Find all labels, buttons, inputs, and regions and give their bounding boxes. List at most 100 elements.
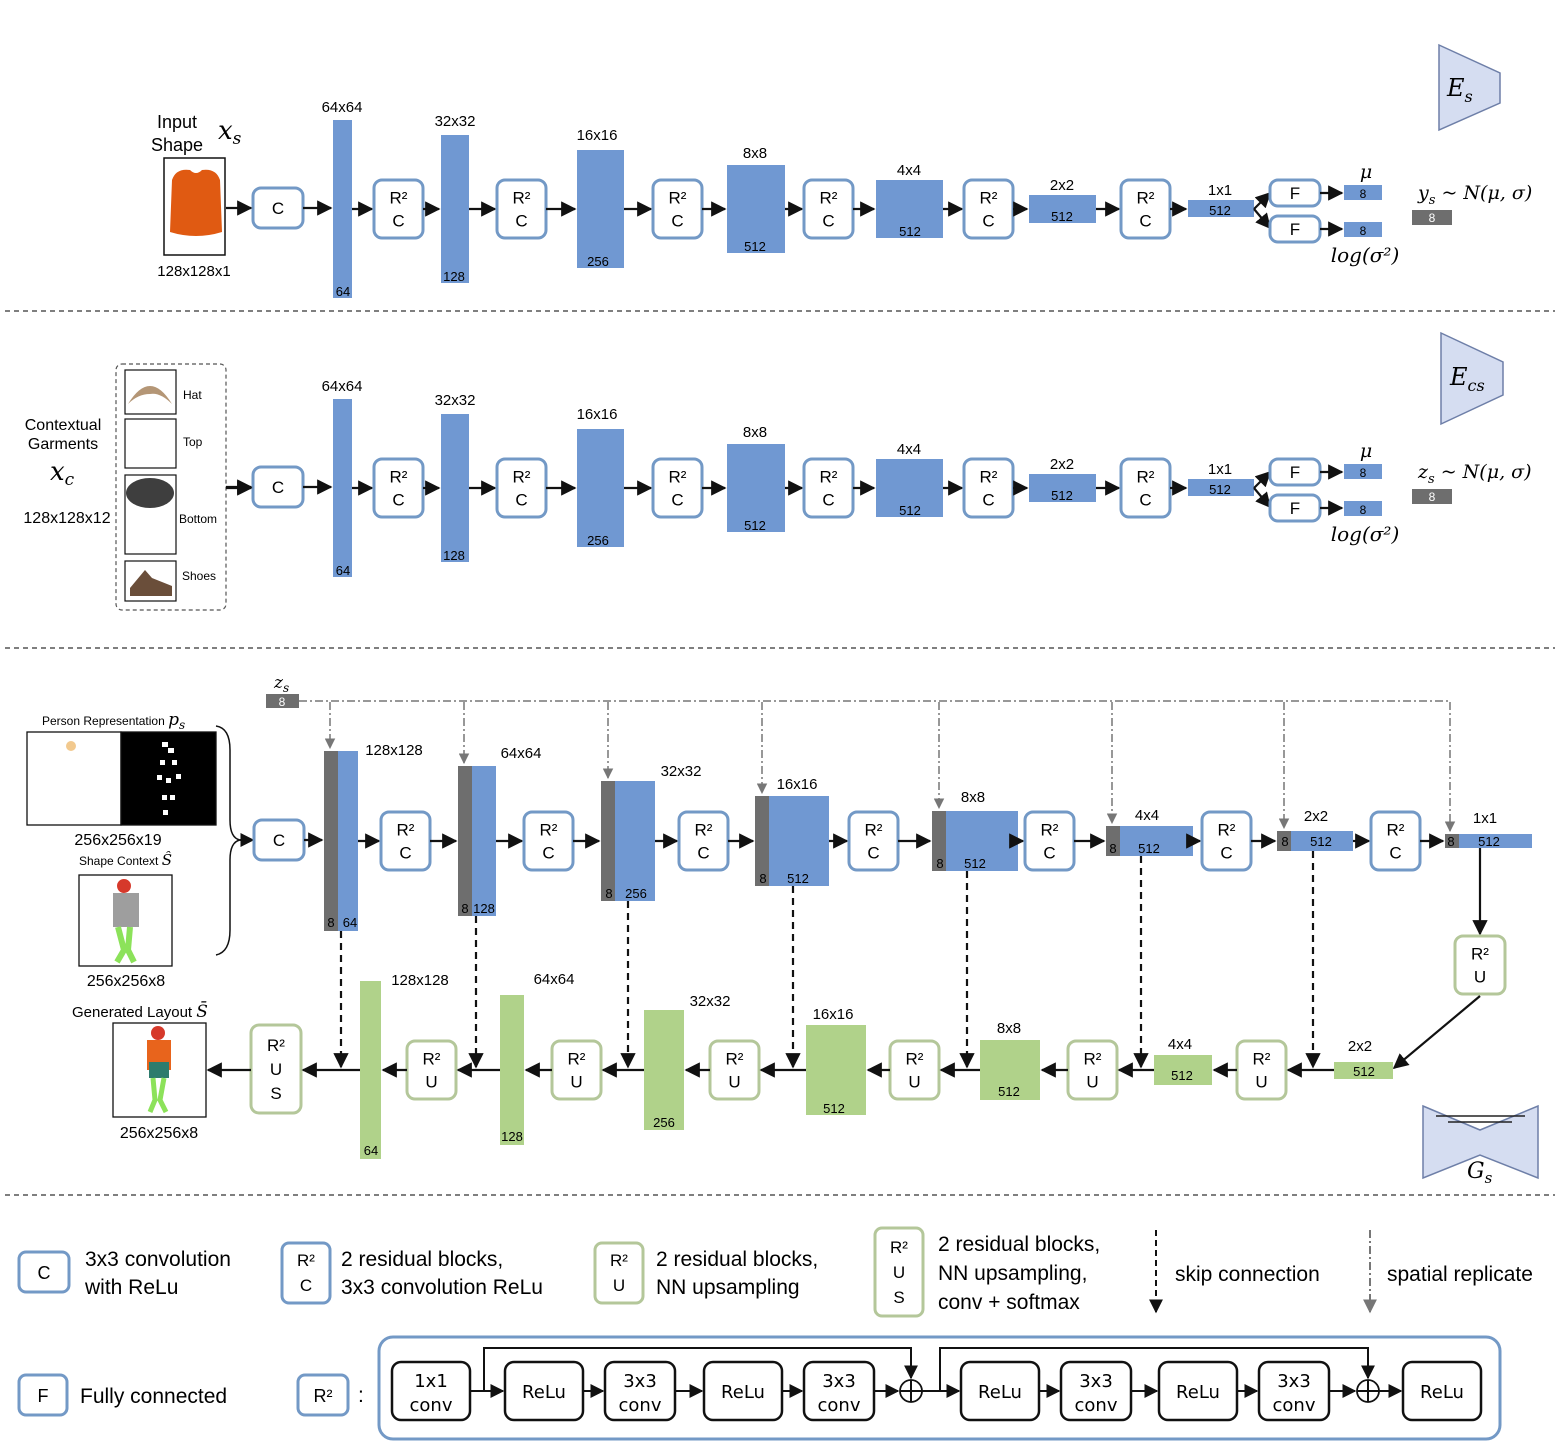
ecs-size-label-5: 2x2 [1050,456,1074,473]
gen-up-block-1-text: R² [568,1050,586,1069]
es-size-label-3: 8x8 [743,145,767,162]
ecs-feature-bar-3 [727,444,785,532]
gen-up-block-1-text: U [570,1073,582,1092]
es-res-block-1-text: R² [513,189,531,208]
ecs-channel-label-0: 64 [336,563,350,578]
ecs-channel-label-5: 512 [1051,488,1073,503]
ecs-size-label-6: 1x1 [1208,461,1232,478]
legend-r2us-block [873,1226,925,1318]
context-label-2: Garments [28,436,98,453]
gen-dec-size-label-1: 64x64 [534,971,575,988]
legend-r2c-block [280,1241,332,1305]
es-fc-logvar-text: F [1290,220,1300,239]
es-res-block-0-text: R² [390,189,408,208]
ecs-res-block-2-text: C [671,491,683,510]
garment-label-top: Top [183,435,203,449]
legend-r2us-3: conv + softmax [938,1291,1080,1314]
legend-fc-label: Fully connected [80,1385,227,1408]
gen-dec-channel-label-0: 64 [364,1143,378,1158]
legend-r2u-block [593,1241,645,1305]
es-size-label-5: 2x2 [1050,177,1074,194]
gen-size-label-7: 1x1 [1473,810,1497,827]
es-size-label-2: 16x16 [577,127,618,144]
legend-f-block-label: F [38,1386,49,1406]
legend-r2c-c: C [300,1276,312,1295]
gen-channel-label-6: 512 [1310,834,1332,849]
gen-res-block-5-text: R² [1218,821,1236,840]
ecs-conv-block-text: C [272,478,284,497]
legend-c-block-label: C [38,1263,51,1283]
r2-chain-text-6-a: 3x3 [1079,1371,1113,1392]
gen-replicate-bar-4 [932,811,946,871]
es-logvar-vector [1344,222,1382,237]
r2-residual-2 [939,1347,1375,1391]
legend: C 3x3 convolution with ReLu R² C 2 resid… [17,1226,1533,1441]
gen-dec-size-label-2: 32x32 [690,993,731,1010]
es-res-block-4-text: C [982,212,994,231]
es-channel-label-4: 512 [899,224,921,239]
gen-feature-bar-1 [472,766,496,916]
gen-up-block-5-text: U [1255,1073,1267,1092]
garment-label-bottom: Bottom [179,512,217,526]
r2-residual-1 [483,1347,918,1391]
gen-dec-channel-label-2: 256 [653,1115,675,1130]
ecs-size-label-4: 4x4 [897,441,921,458]
gen-output-block-text: U [270,1060,282,1079]
gen-decoder-bar-5 [1154,1055,1212,1085]
r2-detail-frame [377,1335,1502,1441]
gen-replicate-label-0: 8 [327,915,334,930]
gen-decoder-bar-2 [644,1010,684,1130]
encoder-context: Contextual Garments xc 128x128x12 Hat To… [23,331,1504,611]
gen-up-block-first [1453,934,1507,996]
gen-dec-size-label-3: 16x16 [813,1006,854,1023]
legend-r2u-2: NN upsampling [656,1276,800,1299]
context-var: xc [50,457,75,490]
gen-size-label-4: 8x8 [961,789,985,806]
legend-r2u-u: U [613,1276,625,1295]
gen-dec-size-label-4: 8x8 [997,1020,1021,1037]
es-size-label-0: 64x64 [322,99,363,116]
ecs-feature-bar-4 [876,459,943,517]
ecs-res-block-3-text: C [822,491,834,510]
gen-dec-size-label-5: 4x4 [1168,1036,1192,1053]
ecs-feature-bar-6 [1188,479,1254,496]
es-channel-label-5: 512 [1051,209,1073,224]
es-channel-label-0: 64 [336,284,350,299]
es-fc-mu-text: F [1290,184,1300,203]
gen-channel-label-1: 128 [473,901,495,916]
input-brace [215,725,241,956]
hat-icon [128,386,172,404]
gen-output-block-text: S [270,1084,281,1103]
gen-size-label-0: 128x128 [365,742,423,759]
gen-res-block-4-text: C [1043,844,1055,863]
r2-chain-text-9: ReLu [1420,1382,1464,1403]
gen-feature-bar-6 [1291,831,1353,851]
gen-size-label-3: 16x16 [777,776,818,793]
legend-conv-1: 3x3 convolution [85,1248,231,1271]
ecs-res-block-1-text: R² [513,468,531,487]
ecs-feature-bar-5 [1029,474,1096,502]
dynamic-blocks: C64x6464R²C32x32128R²C16x16256R²C8x8512R… [206,99,1532,1159]
es-res-block-3-text: C [822,212,834,231]
gen-replicate-label-5: 8 [1109,841,1116,856]
gen-decoder-bar-0 [360,981,381,1159]
ecs-logvar-dim: 8 [1360,503,1367,517]
legend-replicate-label: spatial replicate [1387,1263,1533,1286]
context-label-1: Contextual [25,417,102,434]
ecs-res-block-5-text: R² [1137,468,1155,487]
gen-channel-label-0: 64 [343,915,357,930]
ecs-arrow-fc-2 [1253,487,1271,509]
es-latent-dim: 8 [1429,211,1436,225]
ecs-res-block-0-text: R² [390,468,408,487]
es-mu-label: μ [1360,161,1372,183]
gen-feature-bar-3 [769,796,829,886]
es-feature-bar-2 [577,150,624,268]
es-feature-bar-1 [441,135,469,283]
ecs-channel-label-2: 256 [587,533,609,548]
gen-channel-label-5: 512 [1138,841,1160,856]
es-conv-block-text: C [272,199,284,218]
r2-chain-text-4-a: 3x3 [822,1371,856,1392]
gen-feature-bar-7 [1459,834,1532,848]
gen-res-block-0-text: C [399,844,411,863]
gen-decoder-bar-1 [500,995,524,1145]
